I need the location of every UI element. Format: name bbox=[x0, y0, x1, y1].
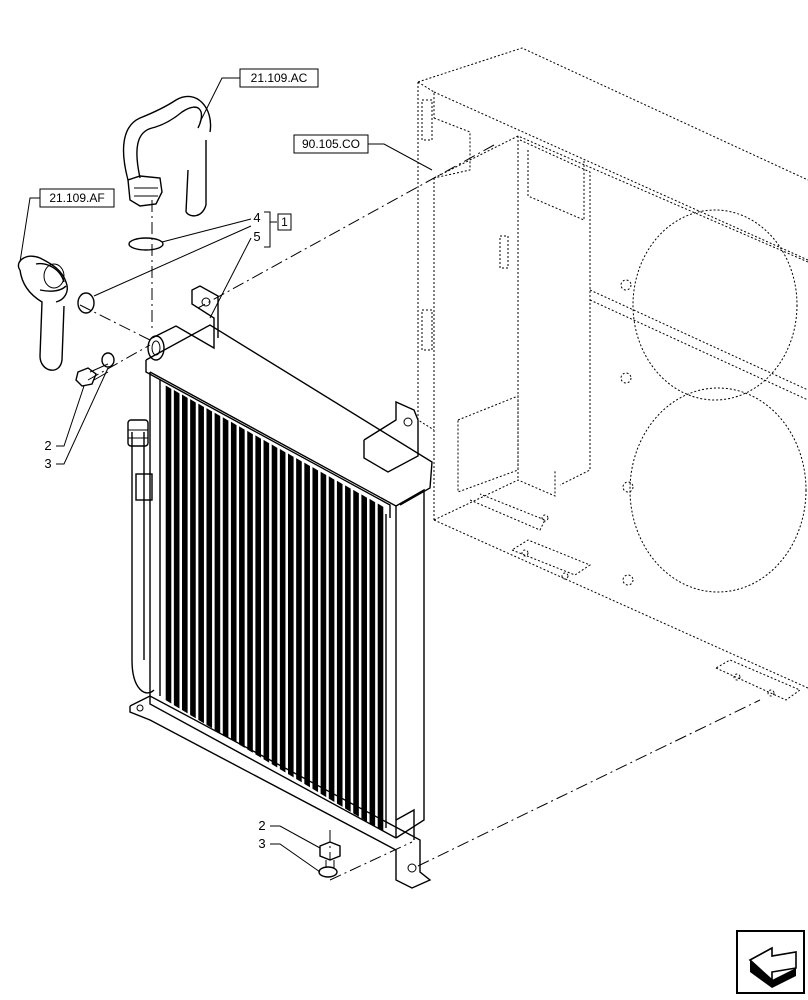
callouts: 4 5 1 2 3 2 3 bbox=[44, 210, 321, 873]
callout-upper-3: 3 bbox=[44, 456, 51, 471]
cooler-fin bbox=[304, 462, 310, 788]
cooler-fin bbox=[353, 489, 359, 817]
cooler-fin bbox=[173, 390, 180, 709]
callout-kit-1: 1 bbox=[281, 215, 288, 229]
cooler-fin bbox=[336, 480, 343, 807]
cooler-fin bbox=[222, 417, 229, 738]
frame-phantom bbox=[417, 47, 808, 701]
ref-label-frame[interactable]: 90.105.CO bbox=[302, 137, 360, 151]
cooler-fin bbox=[312, 467, 319, 793]
cooler-fin bbox=[247, 430, 253, 753]
callout-upper-2: 2 bbox=[44, 438, 51, 453]
callout-item-4: 4 bbox=[253, 210, 260, 225]
callout-item-5: 5 bbox=[253, 229, 260, 244]
callout-lower-3: 3 bbox=[258, 836, 265, 851]
cooler-fin bbox=[165, 385, 172, 704]
ref-box-hose-upper[interactable]: 21.109.AC bbox=[199, 68, 319, 123]
cooler-fin bbox=[271, 444, 278, 768]
ref-box-hose-left[interactable]: 21.109.AF bbox=[19, 188, 115, 263]
cooler-fin bbox=[230, 421, 237, 743]
callout-lower-2: 2 bbox=[258, 818, 265, 833]
cooler-fin bbox=[190, 399, 196, 719]
cooler-fin bbox=[198, 403, 204, 724]
cooler-fin bbox=[345, 485, 351, 812]
kit-box bbox=[277, 213, 292, 231]
lower-bolt-washer bbox=[318, 841, 341, 878]
cooler-fin bbox=[296, 458, 302, 783]
left-hose bbox=[17, 255, 95, 371]
upper-bolt-washer bbox=[75, 352, 115, 387]
alignment-lines bbox=[79, 144, 761, 881]
cooler-fin bbox=[320, 471, 327, 798]
ref-label-hose-left[interactable]: 21.109.AF bbox=[49, 191, 104, 205]
ref-label-hose-upper[interactable]: 21.109.AC bbox=[251, 71, 308, 85]
cooler-fins bbox=[165, 385, 384, 832]
cooler-fin bbox=[328, 476, 335, 802]
ref-box-frame[interactable]: 90.105.CO bbox=[293, 134, 433, 171]
oil-cooler bbox=[127, 285, 433, 889]
cooler-fin bbox=[377, 503, 384, 832]
cooler-fin bbox=[279, 449, 286, 773]
cooler-fin bbox=[263, 439, 270, 763]
cooler-fin bbox=[369, 498, 376, 827]
cooler-fin bbox=[255, 435, 261, 758]
cooler-fin bbox=[214, 412, 221, 734]
cooler-fin bbox=[182, 394, 188, 714]
arrow-icon[interactable] bbox=[736, 930, 805, 994]
cooler-fin bbox=[239, 426, 245, 748]
cooler-fin bbox=[206, 408, 213, 729]
upper-hose bbox=[122, 95, 212, 251]
cooler-fin bbox=[361, 494, 367, 822]
cooler-fin bbox=[288, 453, 294, 778]
